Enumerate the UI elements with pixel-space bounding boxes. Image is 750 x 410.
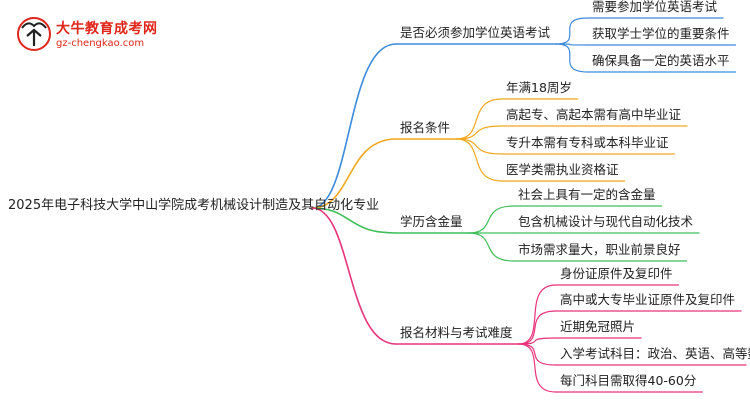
branch-to-leaf-connector — [555, 43, 589, 46]
branch-to-leaf-connector — [455, 98, 503, 140]
branch-topic: 是否必须参加学位英语考试 — [400, 25, 551, 40]
branch-to-leaf-connector — [555, 17, 589, 45]
leaf-topic: 身份证原件及复印件 — [560, 266, 673, 281]
branch-topic: 报名条件 — [400, 120, 451, 135]
root-to-branch-connector — [311, 207, 397, 345]
root-to-branch-connector — [311, 138, 397, 209]
logo-title: 大牛教育成考网 — [56, 21, 158, 37]
branch-to-leaf-connector — [517, 284, 557, 345]
branch-to-leaf-connector — [455, 125, 503, 140]
root-to-branch-connector — [311, 207, 397, 234]
leaf-topic: 获取学士学位的重要条件 — [592, 26, 730, 41]
branch-to-leaf-connector — [517, 310, 557, 345]
leaf-topic: 高中或大专毕业证原件及复印件 — [560, 292, 736, 307]
branch-to-leaf-connector — [467, 205, 515, 234]
leaf-topic: 每门科目需取得40-60分 — [560, 373, 697, 388]
leaf-topic: 专升本需有专科或本科毕业证 — [506, 135, 669, 150]
branch-to-leaf-connector — [517, 343, 557, 366]
root-topic: 2025年电子科技大学中山学院成考机械设计制造及其自动化专业 — [8, 198, 380, 213]
branch-to-leaf-connector — [555, 43, 589, 73]
branch-to-leaf-connector — [517, 343, 557, 393]
branch-to-leaf-connector — [517, 337, 557, 345]
branch-to-leaf-connector — [455, 138, 503, 182]
branch-to-leaf-connector — [455, 138, 503, 155]
branch-to-leaf-connector — [467, 232, 515, 262]
site-logo[interactable]: 大牛教育成考网 gz-chengkao.com — [14, 14, 164, 54]
leaf-topic: 医学类需执业资格证 — [506, 162, 619, 177]
leaf-topic: 需要参加学位英语考试 — [592, 0, 718, 14]
leaf-topic: 高起专、高起本需有高中毕业证 — [506, 107, 682, 122]
root-to-branch-connector — [311, 43, 397, 209]
branch-topic: 学历含金量 — [400, 214, 463, 229]
leaf-topic: 市场需求量大，职业前景良好 — [518, 242, 681, 257]
branch-topic: 报名材料与考试难度 — [400, 325, 513, 340]
leaf-topic: 社会上具有一定的含金量 — [518, 187, 656, 202]
leaf-topic: 包含机械设计与现代自动化技术 — [518, 214, 694, 229]
leaf-topic: 近期免冠照片 — [560, 319, 636, 334]
bull-logo-icon — [17, 17, 51, 51]
leaf-topic: 确保具备一定的英语水平 — [592, 53, 730, 68]
leaf-topic: 年满18周岁 — [506, 80, 572, 95]
leaf-topic: 入学考试科目：政治、英语、高等数学 — [560, 346, 750, 361]
logo-url: gz-chengkao.com — [56, 38, 145, 49]
